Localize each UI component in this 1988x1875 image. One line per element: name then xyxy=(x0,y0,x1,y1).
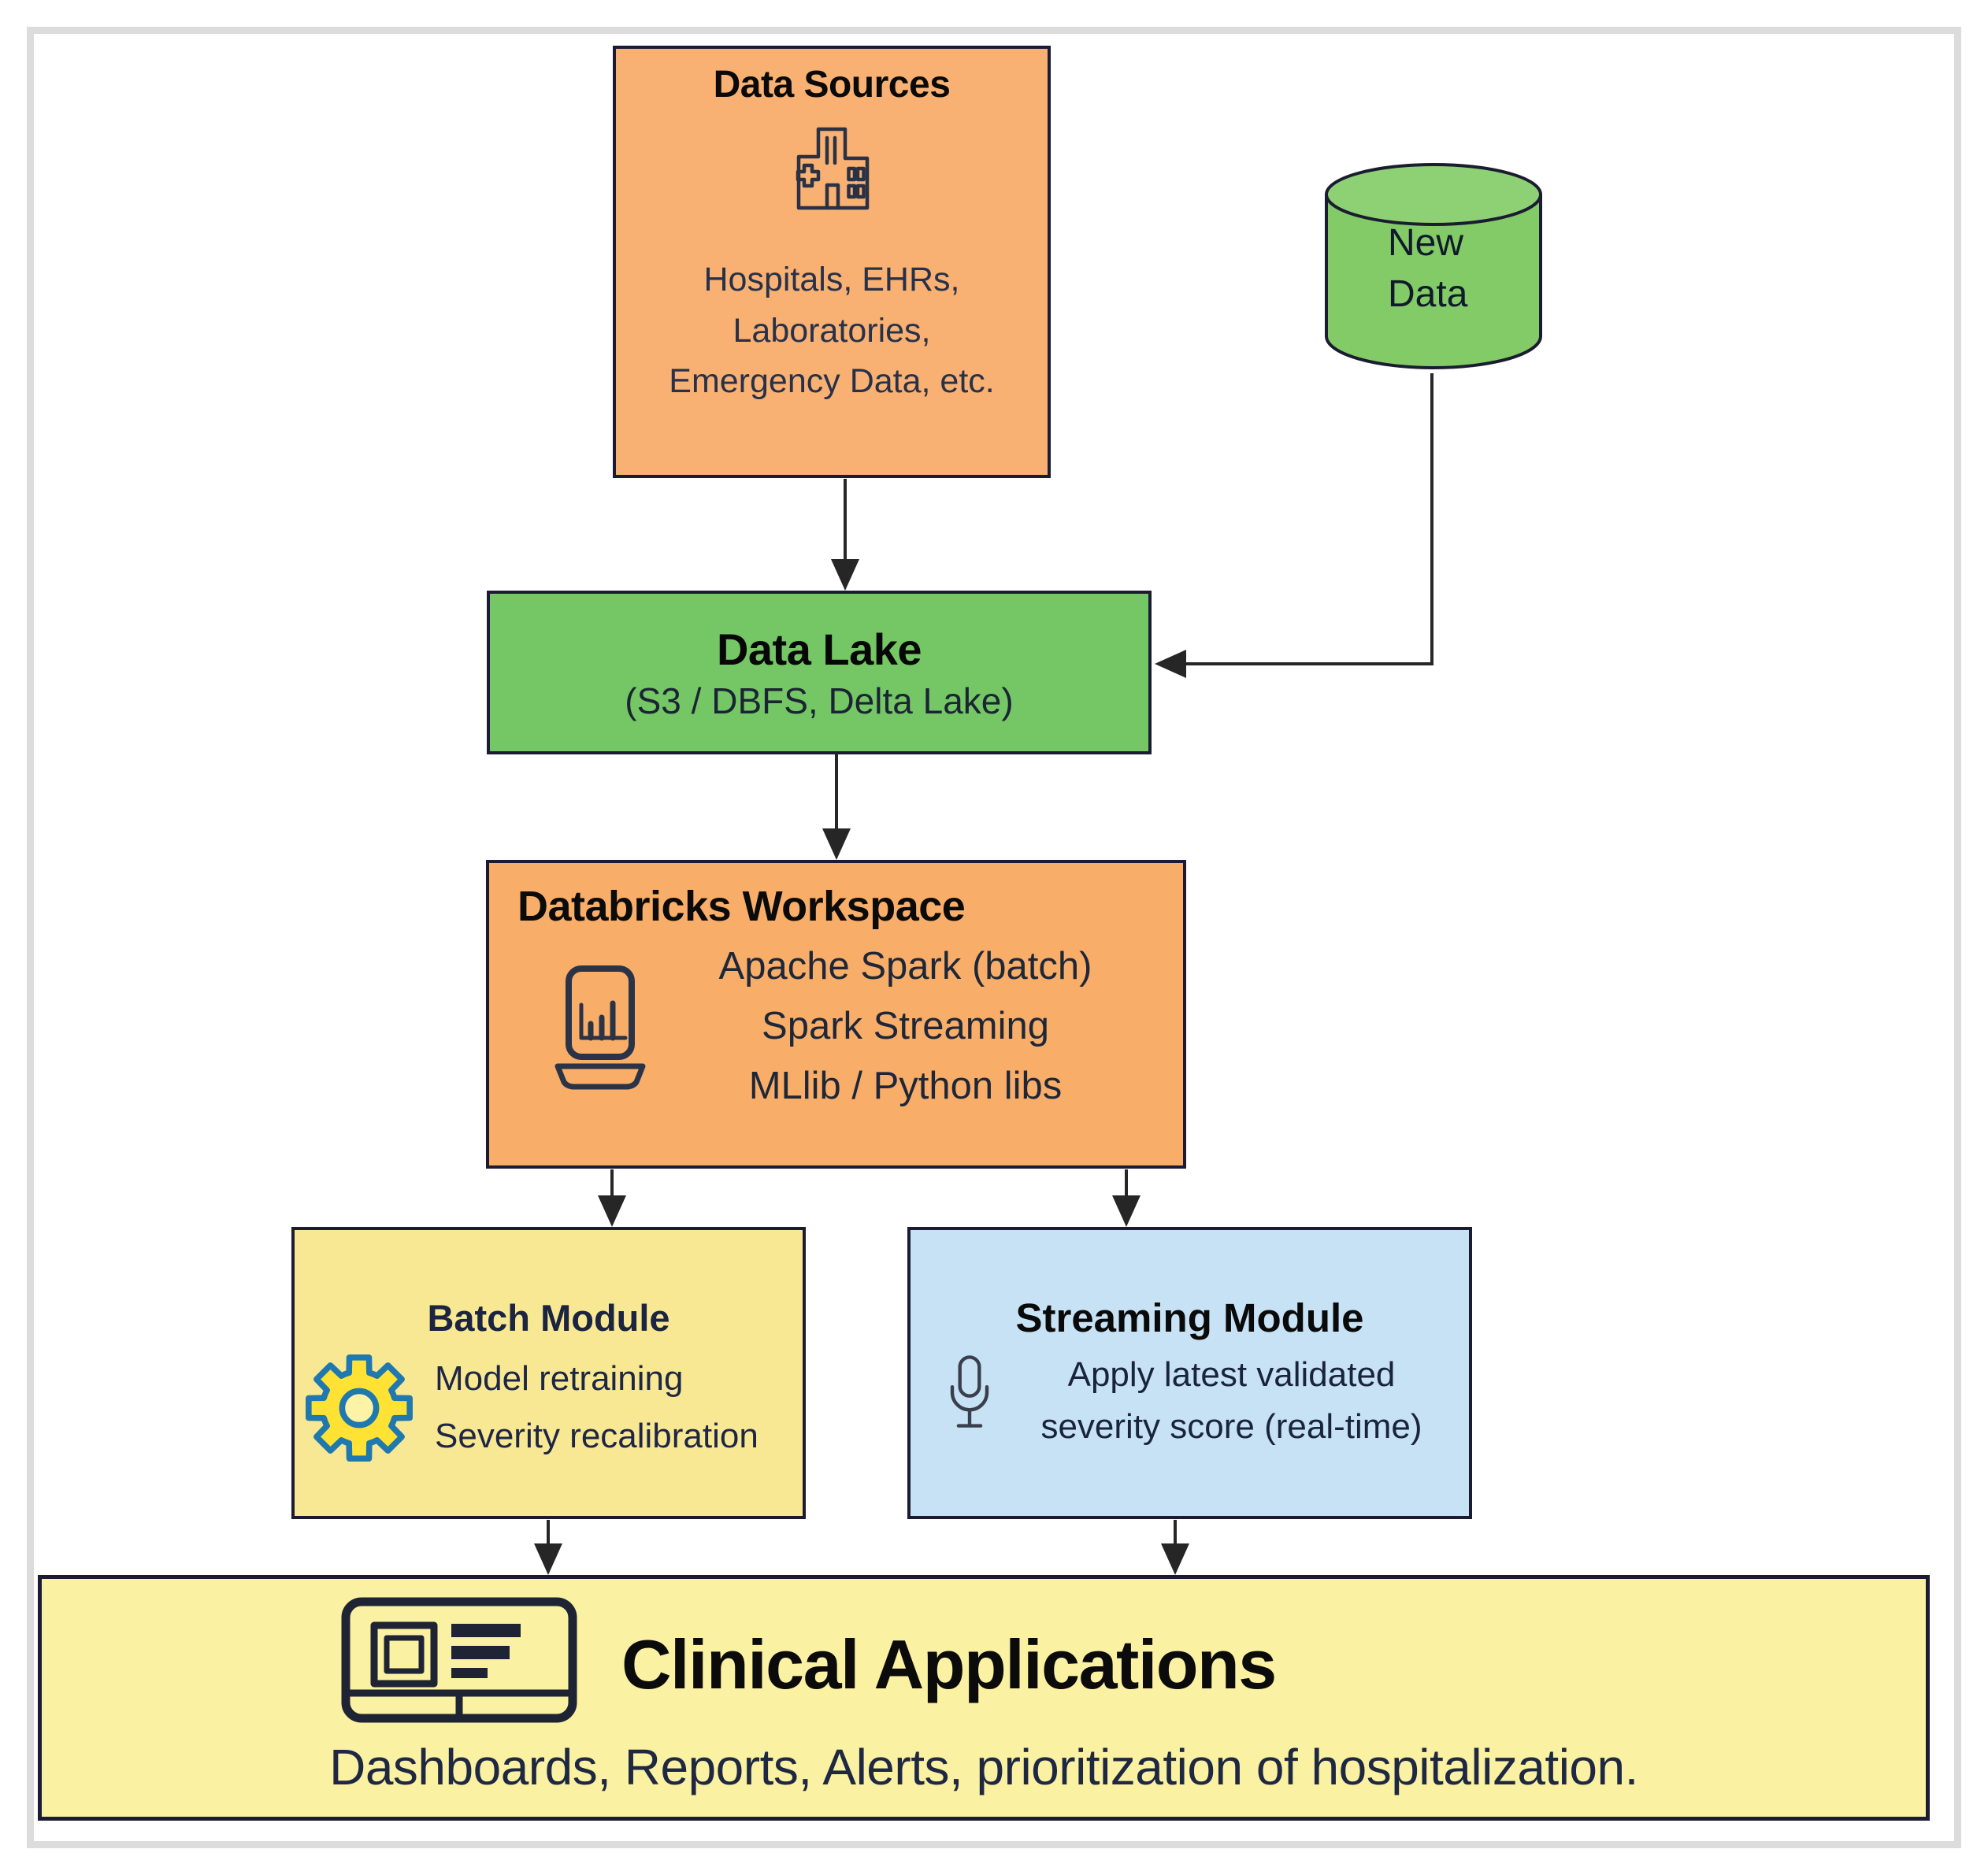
node-data-lake: Data Lake (S3 / DBFS, Delta Lake) xyxy=(487,591,1152,754)
database-cylinder-icon xyxy=(1325,163,1542,369)
hospital-icon xyxy=(796,127,870,210)
data-sources-title: Data Sources xyxy=(713,64,951,106)
node-new-data: New Data xyxy=(1320,158,1547,376)
data-lake-subtitle: (S3 / DBFS, Delta Lake) xyxy=(625,680,1014,721)
node-clinical-applications: Clinical Applications Dashboards, Report… xyxy=(38,1575,1930,1821)
data-sources-lines: Hospitals, EHRs, Laboratories, Emergency… xyxy=(669,254,994,407)
clinical-applications-title: Clinical Applications xyxy=(621,1625,1277,1703)
dashboard-icon xyxy=(341,1597,577,1723)
data-sources-line: Emergency Data, etc. xyxy=(669,362,995,400)
gear-icon xyxy=(306,1354,413,1462)
laptop-chart-icon xyxy=(554,965,646,1090)
data-lake-title: Data Lake xyxy=(716,624,922,674)
node-databricks-workspace: Databricks Workspace Apache Spark (batch… xyxy=(486,860,1186,1169)
databricks-line: Spark Streaming xyxy=(762,1004,1049,1047)
node-batch-module: Batch Module Model retraining Severity r… xyxy=(291,1227,806,1519)
databricks-line: MLlib / Python libs xyxy=(748,1064,1063,1107)
clinical-top-row: Clinical Applications xyxy=(42,1592,1926,1738)
databricks-content-row: Apache Spark (batch) Spark Streaming MLl… xyxy=(510,937,1163,1117)
data-sources-line: Laboratories, xyxy=(733,311,931,350)
new-data-label: New Data xyxy=(1320,218,1547,321)
new-data-label-line: New xyxy=(1388,222,1464,264)
batch-module-line: Severity recalibration xyxy=(435,1416,758,1455)
batch-module-title: Batch Module xyxy=(427,1297,670,1339)
streaming-content-row: Apply latest validated severity score (r… xyxy=(911,1349,1469,1453)
batch-content-row: Model retraining Severity recalibration xyxy=(295,1351,803,1465)
batch-module-line: Model retraining xyxy=(435,1359,684,1398)
databricks-line: Apache Spark (batch) xyxy=(718,945,1092,988)
clinical-applications-subtitle: Dashboards, Reports, Alerts, prioritizat… xyxy=(329,1739,1638,1795)
databricks-lines: Apache Spark (batch) Spark Streaming MLl… xyxy=(648,937,1163,1117)
data-sources-line: Hospitals, EHRs, xyxy=(703,261,960,298)
streaming-module-title: Streaming Module xyxy=(1015,1295,1364,1340)
new-data-label-line: Data xyxy=(1388,272,1468,315)
microphone-icon xyxy=(950,1355,989,1428)
databricks-title: Databricks Workspace xyxy=(517,883,966,930)
streaming-module-line: severity score (real-time) xyxy=(1040,1407,1422,1446)
batch-module-lines: Model retraining Severity recalibration xyxy=(435,1351,758,1465)
node-streaming-module: Streaming Module Apply latest validated … xyxy=(907,1227,1472,1519)
streaming-module-line: Apply latest validated xyxy=(1067,1355,1396,1394)
node-data-sources: Data Sources Hospitals, EHRs, Laboratori… xyxy=(613,46,1051,478)
streaming-module-lines: Apply latest validated severity score (r… xyxy=(994,1349,1469,1453)
